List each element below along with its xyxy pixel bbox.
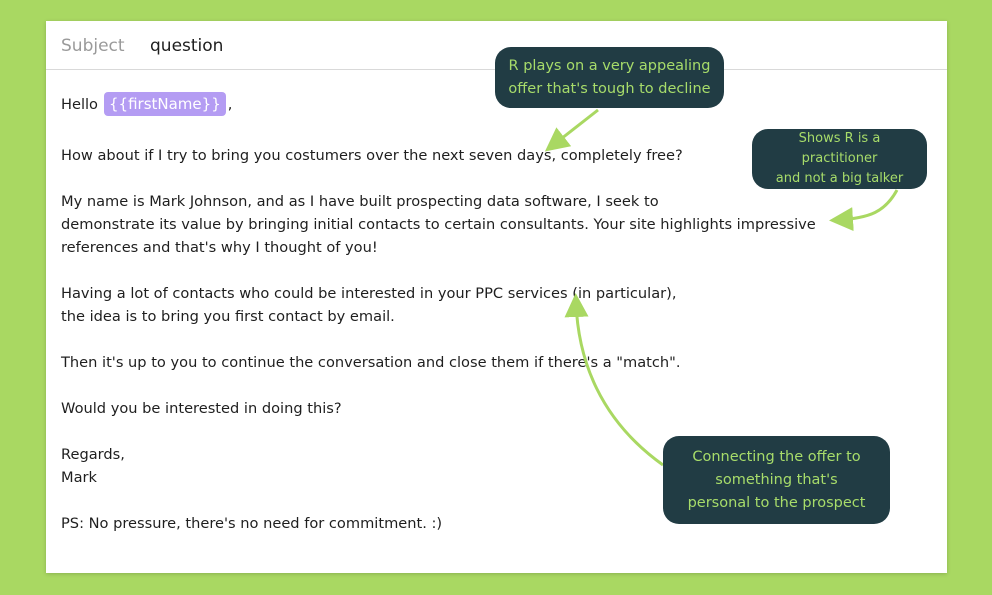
body-line: How about if I try to bring you costumer… <box>61 147 683 164</box>
email-card: Subject question Hello {{firstName}}, How… <box>46 21 947 573</box>
body-line: the idea is to bring you first contact b… <box>61 308 395 325</box>
signoff-line: Regards, <box>61 446 125 463</box>
arrow-to-offer-line <box>544 108 599 152</box>
body-line: My name is Mark Johnson, and as I have b… <box>61 193 659 210</box>
subject-label: Subject <box>61 36 125 56</box>
greeting-punct: , <box>227 96 233 113</box>
greeting-text: Hello <box>61 96 98 113</box>
body-line: Then it's up to you to continue the conv… <box>61 354 681 371</box>
annotation-bubble-offer: R plays on a very appealing offer that's… <box>495 47 724 108</box>
body-line: Would you be interested in doing this? <box>61 400 342 417</box>
annotation-bubble-practitioner: Shows R is a practitioner and not a big … <box>752 129 927 189</box>
body-line: Having a lot of contacts who could be in… <box>61 285 677 302</box>
arrow-to-references-line <box>829 189 899 232</box>
firstname-variable-chip[interactable]: {{firstName}} <box>104 92 226 116</box>
annotation-bubble-personal: Connecting the offer to something that's… <box>663 436 890 524</box>
body-line: references and that's why I thought of y… <box>61 239 378 256</box>
signature-line: Mark <box>61 469 97 486</box>
greeting-line: Hello {{firstName}}, <box>61 92 232 116</box>
body-line: demonstrate its value by bringing initia… <box>61 216 816 233</box>
postscript-line: PS: No pressure, there's no need for com… <box>61 515 443 532</box>
subject-value[interactable]: question <box>150 36 224 56</box>
arrow-to-ppc-line <box>564 293 664 467</box>
